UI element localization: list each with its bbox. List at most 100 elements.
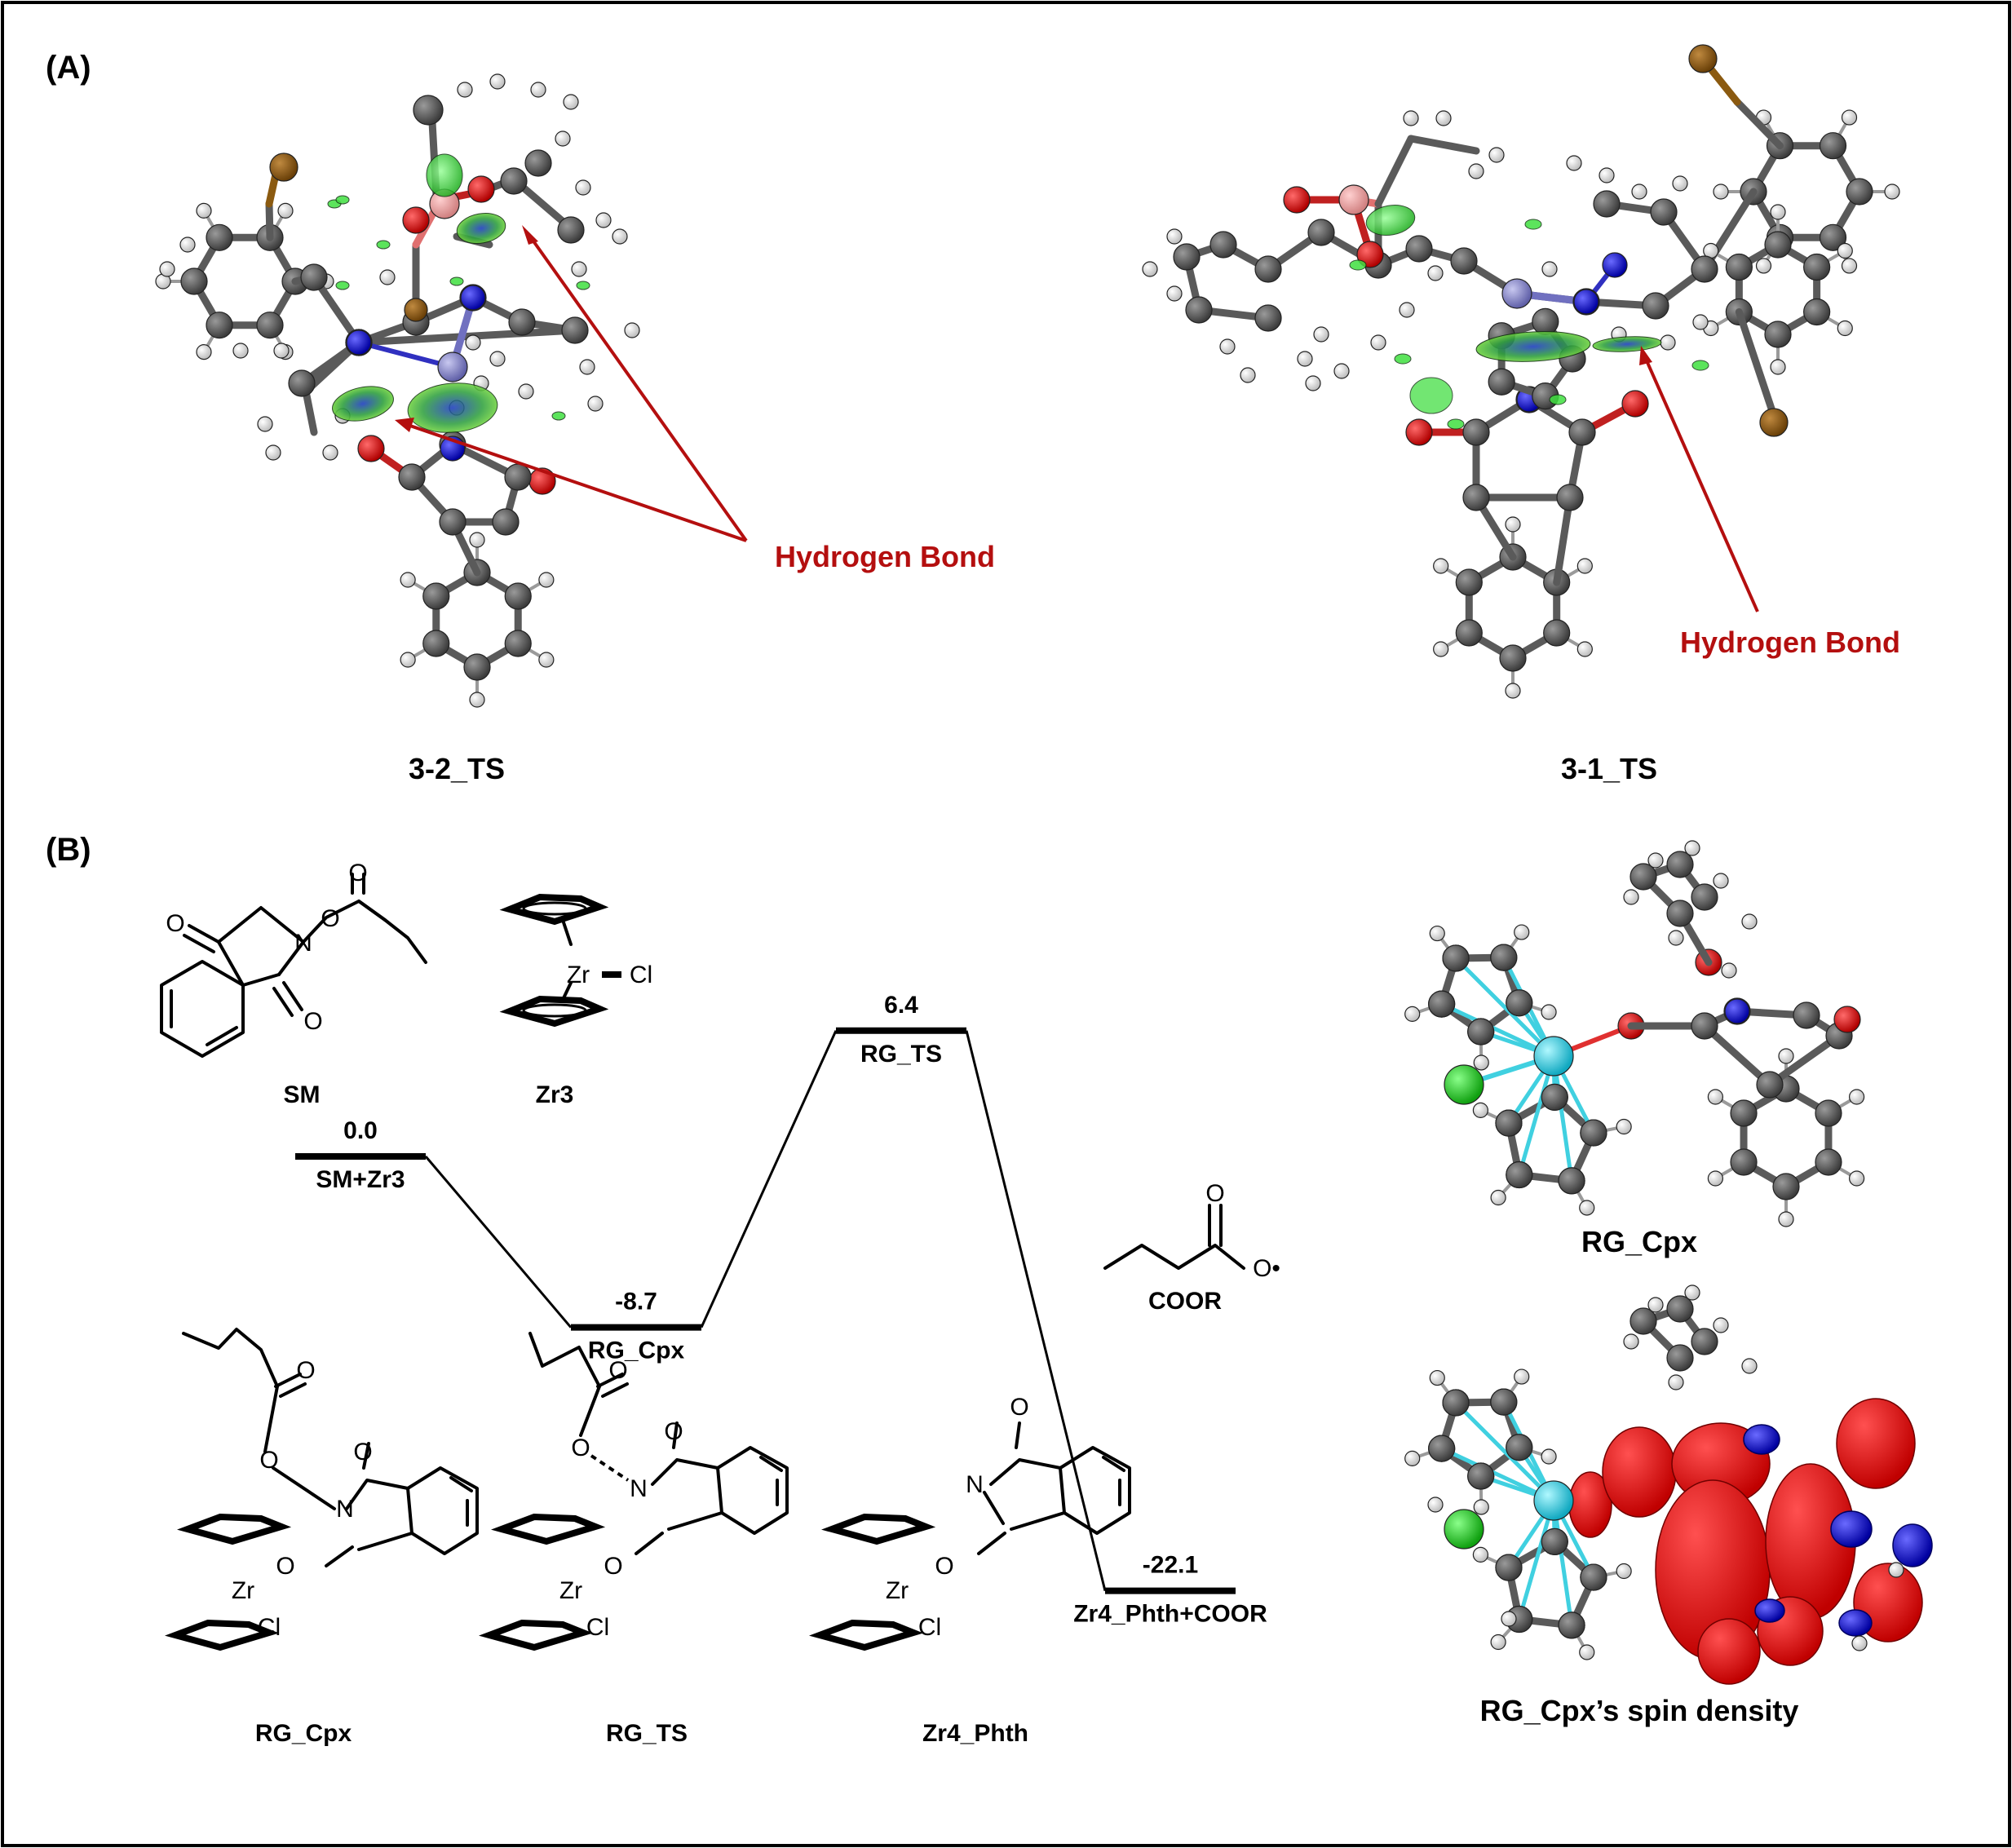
rg-ts-co-zr	[635, 1532, 664, 1555]
atom-ball	[1566, 155, 1582, 171]
atom-ball	[1778, 1048, 1794, 1064]
atom-ball	[467, 175, 495, 203]
rg-ts-propyl	[528, 1332, 601, 1388]
atom-ball	[1668, 930, 1684, 946]
energy-state-label: Zr4_Phth+COOR	[1073, 1601, 1267, 1628]
atom-ball	[1741, 1358, 1758, 1374]
zr3-cp-bottom	[499, 995, 609, 1028]
atom-ball	[1650, 198, 1678, 226]
rg-cpx-atom-o-3: O	[259, 1447, 278, 1474]
isosurface	[1365, 205, 1416, 236]
atom-ball	[1185, 296, 1213, 324]
atom-ball	[1533, 1480, 1574, 1521]
zr4-atom-o-2: O	[935, 1553, 953, 1580]
atom-ball	[159, 261, 175, 277]
atom-ball	[1405, 418, 1433, 446]
structure-rg-ts: O O O N Zr O Cl	[479, 1332, 789, 1651]
structure-sm: O O N O O	[160, 860, 427, 1058]
sm-atom-o-4: O	[348, 860, 367, 886]
atom-ball	[587, 396, 604, 412]
arrow-left-upper	[528, 235, 748, 542]
rg-cpx-o-link	[263, 1385, 279, 1453]
atom-ball	[1429, 925, 1445, 942]
atom-ball	[579, 359, 595, 375]
zr4-atom-n: N	[966, 1471, 984, 1498]
atom-ball	[1759, 408, 1789, 437]
spin-density-negative-lobe	[1754, 1598, 1785, 1623]
atom-ball	[404, 298, 428, 322]
atom-ball	[1433, 641, 1449, 657]
atom-ball	[1142, 261, 1158, 277]
atom-ball	[1623, 1333, 1639, 1350]
atom-ball	[1514, 924, 1530, 940]
atom-ball	[1473, 1499, 1489, 1515]
atom-ball	[1240, 367, 1256, 383]
atom-ball	[1770, 359, 1786, 375]
atom-ball	[1313, 326, 1329, 343]
structure-coor: O O•	[1103, 1180, 1280, 1282]
atom-ball	[1668, 1374, 1684, 1390]
atom-ball	[196, 202, 212, 219]
atom-ball	[1730, 1148, 1758, 1176]
arrowhead-right	[1639, 346, 1652, 365]
atom-ball	[1841, 258, 1858, 274]
rg-ts-atom-o-1: O	[664, 1418, 683, 1445]
atom-ball	[180, 267, 208, 295]
atom-ball	[269, 153, 298, 182]
atom-ball	[1573, 289, 1599, 315]
atom-ball	[1499, 644, 1527, 672]
atom-ball	[439, 508, 467, 536]
atom-ball	[1467, 1462, 1495, 1490]
atom-ball	[1755, 258, 1772, 274]
caption-rg-cpx-model: RG_Cpx	[1581, 1225, 1697, 1258]
atom-ball	[257, 416, 273, 432]
atom-ball	[1490, 1189, 1506, 1206]
atom-ball	[1684, 1284, 1700, 1301]
structure-rg-cpx: O O O N Zr O Cl	[165, 1328, 479, 1651]
arrowhead-left-upper	[522, 225, 538, 245]
atom-ball	[489, 351, 506, 367]
atom-ball	[1450, 247, 1478, 275]
atom-ball	[538, 652, 555, 668]
arrowhead-left-lower	[395, 418, 414, 432]
energy-state-label: SM+Zr3	[316, 1166, 405, 1193]
rg-ts-atom-o-4: O	[604, 1553, 622, 1580]
sm-co-1b	[183, 934, 215, 953]
bond-stick	[1453, 1400, 1556, 1503]
rg-ts-co-2	[601, 1382, 629, 1398]
sm-atom-o-1: O	[166, 910, 184, 937]
atom-ball	[1254, 255, 1282, 283]
zr3-cp-top	[499, 893, 609, 926]
sm-benzene-double-2	[206, 1026, 238, 1046]
rg-ts-atom-o-3: O	[571, 1435, 590, 1461]
atom-ball	[1772, 1173, 1800, 1200]
zr4-benzo-d1	[1102, 1456, 1125, 1472]
atom-ball	[1764, 321, 1792, 348]
sm-imide-ring	[217, 906, 305, 987]
rg-cpx-co-1	[274, 1373, 302, 1388]
atom-ball	[1514, 1368, 1530, 1385]
atom-ball	[561, 316, 589, 344]
atom-ball	[508, 308, 536, 336]
atom-ball	[1741, 913, 1758, 930]
atom-ball	[1616, 1563, 1632, 1580]
isosurface	[1592, 336, 1662, 352]
caption-spin-density: RG_Cpx’s spin density	[1480, 1694, 1799, 1727]
atom-ball	[1724, 998, 1750, 1024]
atom-ball	[1688, 44, 1718, 73]
sm-co-1	[188, 924, 220, 944]
coor-atom-o-radical: O•	[1253, 1255, 1280, 1282]
spin-density-lobe	[1602, 1426, 1677, 1518]
atom-ball	[1532, 307, 1559, 335]
atom-ball	[1580, 1119, 1607, 1147]
atom-ball	[1473, 1054, 1489, 1071]
atom-ball	[1166, 228, 1183, 245]
atom-ball	[1691, 255, 1718, 283]
atom-ball	[1793, 1001, 1820, 1029]
isosurface	[1475, 331, 1591, 362]
atom-ball	[469, 692, 485, 708]
atom-ball	[256, 312, 284, 339]
atom-ball	[1713, 183, 1729, 200]
atom-ball	[1254, 304, 1282, 332]
coor-atom-o: O	[1205, 1180, 1224, 1207]
